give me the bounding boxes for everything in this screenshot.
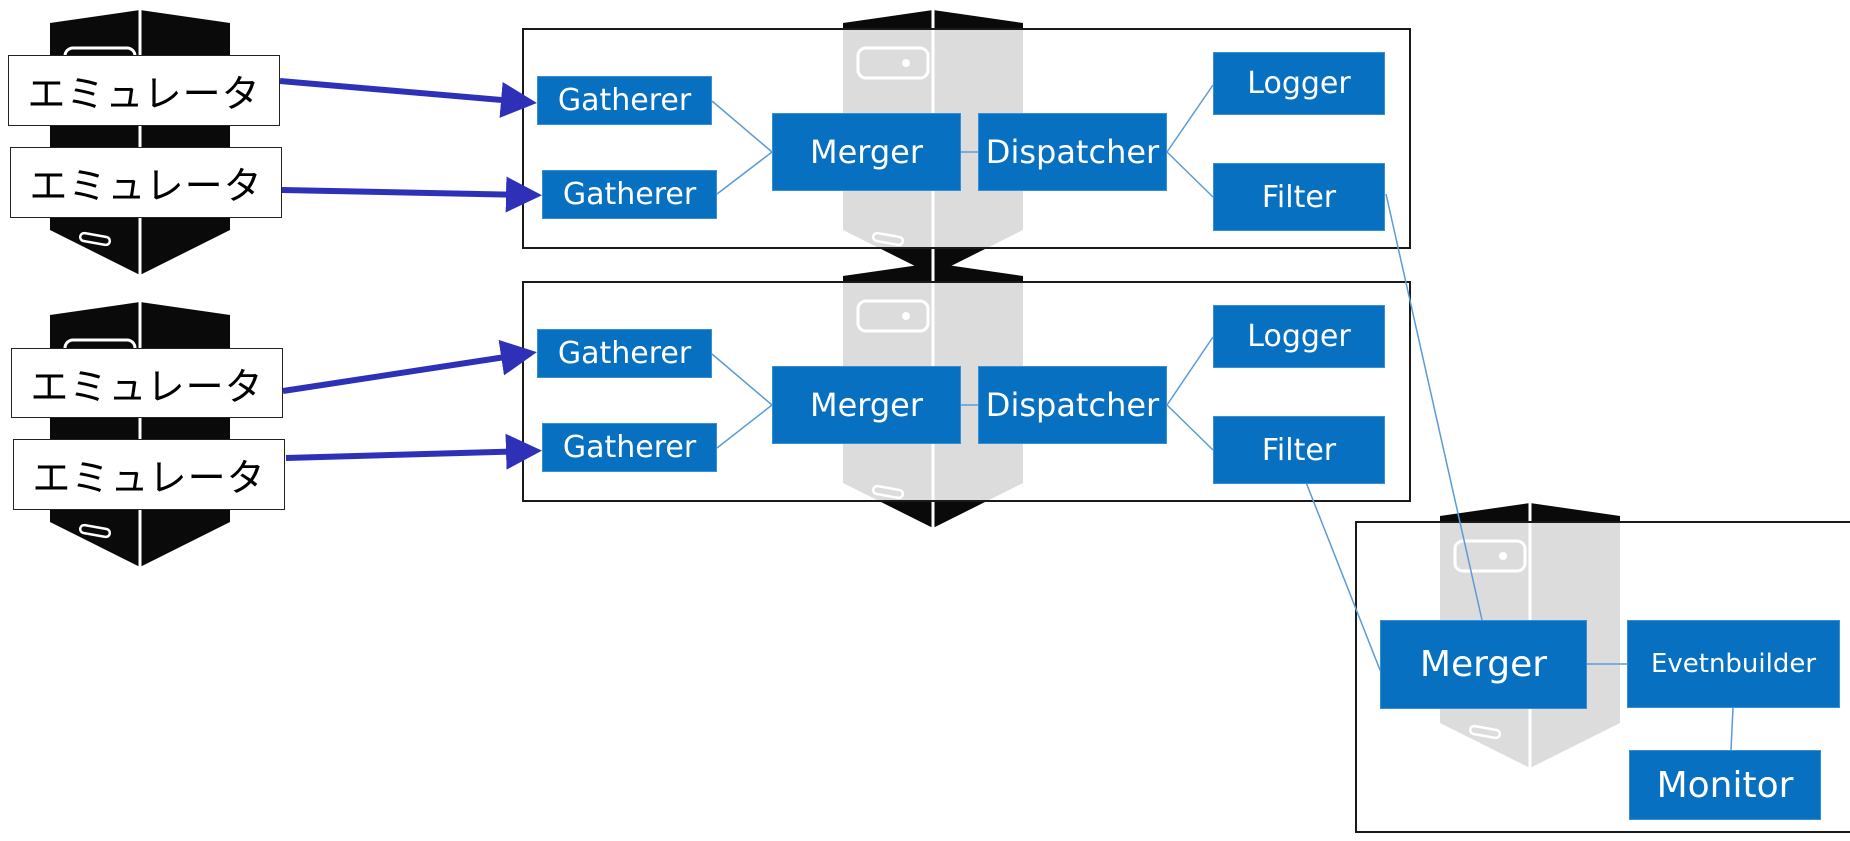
gatherer-node: Gatherer [542,423,717,472]
connectors-group-1 [711,84,1214,198]
dispatcher-node: Dispatcher [978,366,1167,444]
filter-node: Filter [1213,163,1385,231]
eventbuilder-node: Evetnbuilder [1627,620,1840,708]
emulator-label-3: エミュレータ [11,348,283,418]
emulator-label-2: エミュレータ [10,147,282,218]
emulator-label-1: エミュレータ [8,55,280,126]
emulator-server-icon-1 [48,8,232,277]
emulator-arrows [279,78,542,470]
emulator-label-4: エミュレータ [13,439,285,510]
connectors-group-2 [711,336,1214,451]
filter-node: Filter [1213,416,1385,484]
monitor-node: Monitor [1629,750,1821,820]
gatherer-node: Gatherer [542,170,717,219]
merger-node: Merger [772,366,961,444]
gatherer-node: Gatherer [537,76,712,125]
dispatcher-node: Dispatcher [978,113,1167,191]
connectors-analysis [1297,193,1734,751]
logger-node: Logger [1213,52,1385,115]
analysis-merger-node: Merger [1380,620,1587,709]
emulator-server-icon-2 [48,300,232,569]
merger-node: Merger [772,113,961,191]
logger-node: Logger [1213,305,1385,368]
gatherer-node: Gatherer [537,329,712,378]
